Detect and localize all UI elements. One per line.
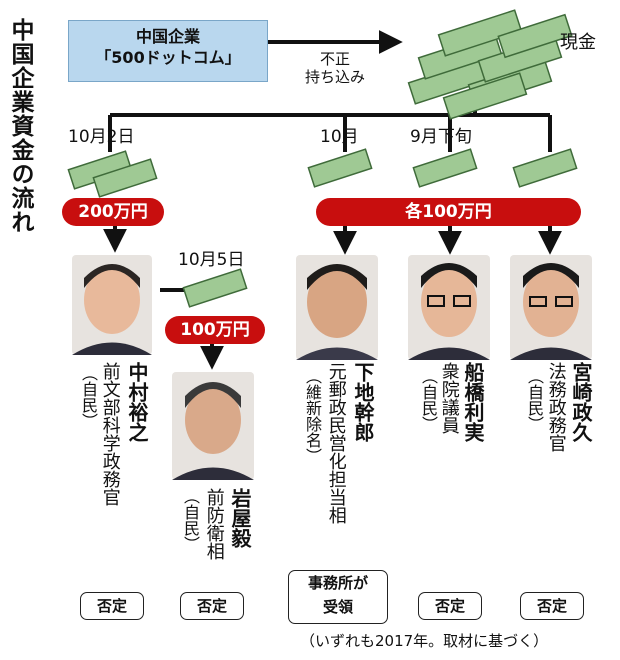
portrait-funabashi: [408, 255, 490, 360]
response-miyazaki: 否定: [520, 592, 584, 620]
title-iwaya: 前防衛相: [203, 488, 225, 560]
name-iwaya-text: 岩屋毅: [228, 488, 252, 548]
title-funabashi: 衆院議員: [438, 362, 460, 434]
response-shimoji-line1: 事務所が: [307, 574, 368, 592]
response-shimoji: 事務所が 受領: [288, 570, 388, 624]
name-iwaya: 岩屋毅: [228, 488, 252, 548]
name-nakamura-text: 中村裕之: [125, 362, 149, 442]
portrait-nakamura: [72, 255, 152, 355]
title-shimoji: 元郵政民営化担当相: [325, 362, 347, 524]
title-nakamura: 前文部科学政務官: [99, 362, 121, 506]
response-iwaya: 否定: [180, 592, 244, 620]
amount-iwaya: 100万円: [165, 316, 265, 344]
company-box: 中国企業 「500ドットコム」: [68, 20, 268, 82]
name-miyazaki: 宮崎政久: [569, 362, 593, 442]
diagram-title: 中国企業資金の流れ: [7, 18, 33, 234]
response-shimoji-line2: 受領: [322, 598, 353, 616]
title-miyazaki: 法務政務官: [545, 362, 567, 452]
response-funabashi: 否定: [418, 592, 482, 620]
name-funabashi: 船橋利実: [461, 362, 485, 442]
company-line1: 中国企業: [135, 27, 200, 46]
name-shimoji: 下地幹郎: [351, 362, 375, 442]
name-nakamura: 中村裕之: [125, 362, 149, 442]
portrait-miyazaki: [510, 255, 592, 360]
company-line2: 「500ドットコム」: [95, 47, 241, 67]
name-funabashi-text: 船橋利実: [461, 362, 485, 442]
cash-label: 現金: [560, 32, 596, 53]
party-shimoji: （維新除名）: [303, 368, 322, 464]
date-funabashi: 9月下旬: [410, 127, 472, 147]
portrait-iwaya: [172, 372, 254, 480]
portrait-shimoji: [296, 255, 378, 360]
name-shimoji-text: 下地幹郎: [351, 362, 375, 442]
flow-label-2: 持ち込み: [304, 68, 365, 86]
date-iwaya: 10月5日: [178, 250, 245, 270]
amount-nakamura: 200万円: [62, 198, 164, 226]
response-nakamura: 否定: [80, 592, 144, 620]
party-miyazaki: （自民）: [525, 368, 544, 432]
name-miyazaki-text: 宮崎政久: [569, 362, 593, 442]
amount-shared: 各100万円: [316, 198, 581, 226]
party-iwaya: （自民）: [181, 488, 200, 552]
date-nakamura: 10月2日: [68, 127, 135, 147]
party-funabashi: （自民）: [419, 368, 438, 432]
party-nakamura: （自民）: [79, 365, 98, 429]
flow-label-1: 不正: [319, 50, 350, 68]
date-shimoji: 10月: [320, 127, 359, 147]
footnote: （いずれも2017年。取材に基づく）: [300, 632, 549, 650]
